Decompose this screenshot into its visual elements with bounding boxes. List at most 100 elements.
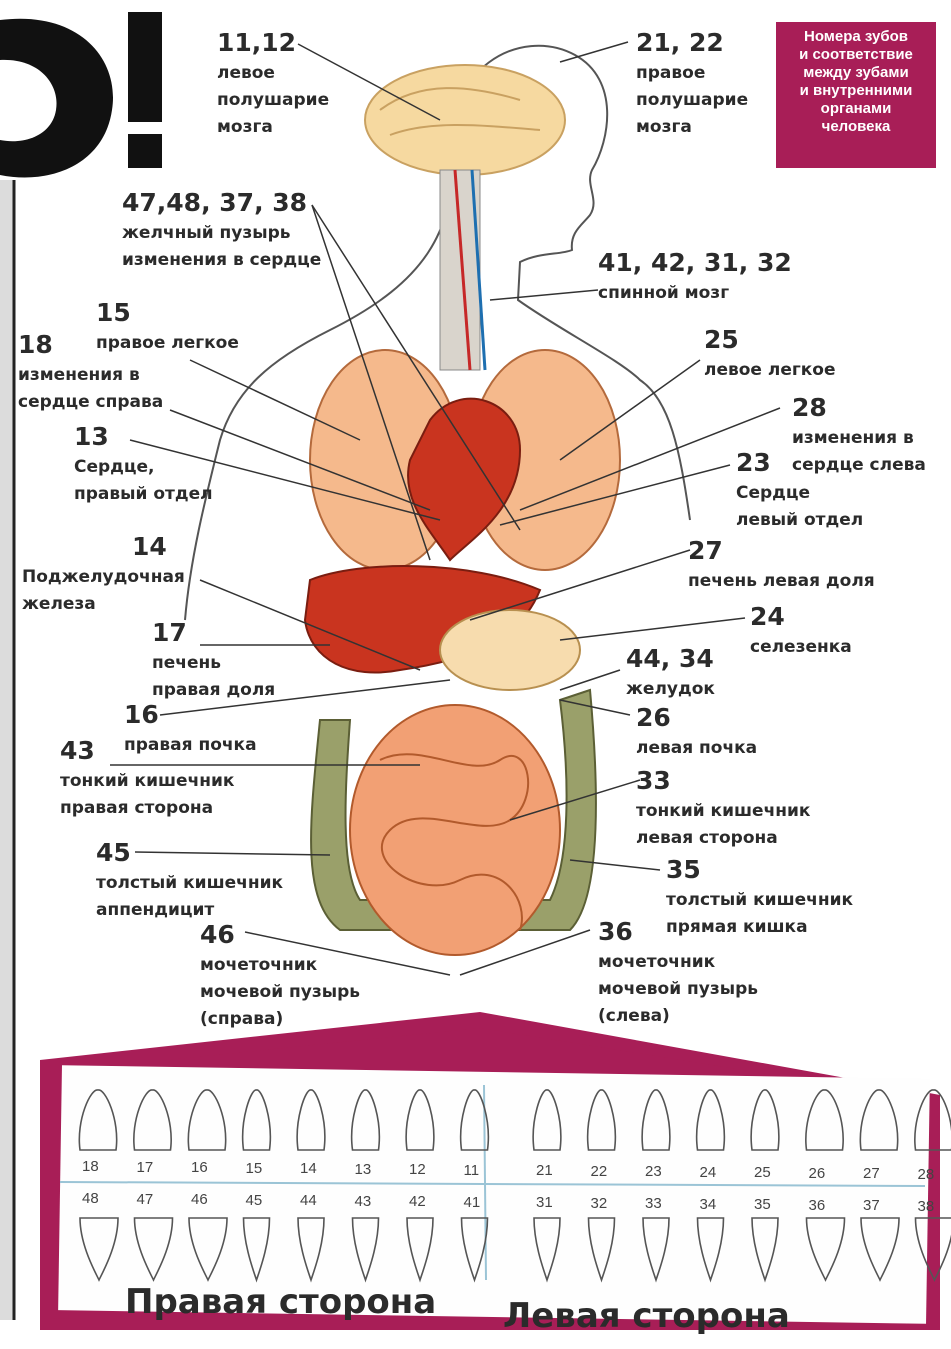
label-25: 25 левое легкое <box>704 325 835 384</box>
tooth-number-41: 41 <box>464 1194 481 1211</box>
label-number: 36 <box>598 917 633 946</box>
tooth-number-45: 45 <box>246 1192 263 1209</box>
label-number: 13 <box>74 422 109 451</box>
page-edge <box>0 180 14 1320</box>
label-text: мочевой пузырь <box>598 976 758 1003</box>
label-text: толстый кишечник <box>666 887 853 914</box>
label-text: левое <box>217 60 329 87</box>
label-number: 47,48, 37, 38 <box>122 188 307 217</box>
label-47-48-37-38: 47,48, 37, 38 желчный пузырь изменения в… <box>122 188 321 274</box>
label-number: 26 <box>636 703 671 732</box>
tooth-number-33: 33 <box>645 1195 662 1212</box>
tooth-number-44: 44 <box>300 1192 317 1209</box>
tooth-number-18: 18 <box>82 1158 99 1175</box>
brain-shape <box>365 65 565 175</box>
tooth-number-17: 17 <box>137 1159 154 1176</box>
label-text: мозга <box>217 114 329 141</box>
label-text: желчный пузырь <box>122 220 321 247</box>
tooth-number-48: 48 <box>82 1190 99 1207</box>
label-text: полушарие <box>217 87 329 114</box>
label-text: левая почка <box>636 735 757 762</box>
label-24: 24 селезенка <box>750 602 852 661</box>
label-text: толстый кишечник <box>96 870 283 897</box>
label-14: 14 Поджелудочная железа <box>22 532 185 618</box>
title-line: и внутренними <box>776 82 936 100</box>
label-text: правое <box>636 60 748 87</box>
label-text: железа <box>22 591 185 618</box>
label-text: мочеточник <box>598 949 758 976</box>
label-number: 28 <box>792 393 827 422</box>
label-number: 27 <box>688 536 723 565</box>
label-text: (справа) <box>200 1006 360 1033</box>
label-text: левое легкое <box>704 357 835 384</box>
title-box: Номера зубов и соответствие между зубами… <box>776 22 936 168</box>
label-21-22: 21, 22 правое полушарие мозга <box>636 28 748 141</box>
tooth-number-27: 27 <box>863 1165 880 1182</box>
label-text: Сердце <box>736 480 863 507</box>
stomach-shape <box>440 610 580 690</box>
label-27: 27 печень левая доля <box>688 536 875 595</box>
tooth-number-35: 35 <box>754 1196 771 1213</box>
tooth-number-36: 36 <box>809 1197 826 1214</box>
tooth-number-31: 31 <box>536 1194 553 1211</box>
label-23: 23 Сердце левый отдел <box>736 448 863 534</box>
title-line: и соответствие <box>776 46 936 64</box>
label-number: 21, 22 <box>636 28 724 57</box>
logo-fragment <box>0 12 162 177</box>
tooth-number-32: 32 <box>591 1195 608 1212</box>
label-text: мочевой пузырь <box>200 979 360 1006</box>
label-36: 36 мочеточник мочевой пузырь (слева) <box>598 917 758 1030</box>
label-number: 41, 42, 31, 32 <box>598 248 792 277</box>
tooth-number-23: 23 <box>645 1163 662 1180</box>
tooth-number-34: 34 <box>700 1196 717 1213</box>
label-13: 13 Сердце, правый отдел <box>74 422 213 508</box>
title-line: Номера зубов <box>776 28 936 46</box>
label-text: спинной мозг <box>598 280 792 307</box>
label-text: Сердце, <box>74 454 213 481</box>
label-33: 33 тонкий кишечник левая сторона <box>636 766 810 852</box>
tooth-number-14: 14 <box>300 1160 317 1177</box>
label-46: 46 мочеточник мочевой пузырь (справа) <box>200 920 360 1033</box>
label-text: печень левая доля <box>688 568 875 595</box>
label-number: 24 <box>750 602 785 631</box>
label-18: 18 изменения в сердце справа <box>18 330 163 416</box>
tooth-number-47: 47 <box>137 1191 154 1208</box>
label-text: сердце справа <box>18 389 163 416</box>
label-text: изменения в <box>18 362 163 389</box>
tooth-number-13: 13 <box>355 1161 372 1178</box>
label-45: 45 толстый кишечник аппендицит <box>96 838 283 924</box>
title-line: человека <box>776 118 936 136</box>
label-text: Поджелудочная <box>22 564 185 591</box>
label-number: 15 <box>96 298 131 327</box>
label-43: 43 тонкий кишечник правая сторона <box>60 736 234 822</box>
tooth-number-11: 11 <box>464 1162 480 1179</box>
tooth-number-37: 37 <box>863 1197 880 1214</box>
label-text: мочеточник <box>200 952 360 979</box>
label-number: 16 <box>124 700 159 729</box>
label-number: 45 <box>96 838 131 867</box>
label-number: 11,12 <box>217 28 296 57</box>
label-text: мозга <box>636 114 748 141</box>
label-text: селезенка <box>750 634 852 661</box>
title-line: между зубами <box>776 64 936 82</box>
label-text: правый отдел <box>74 481 213 508</box>
title-line: органами <box>776 100 936 118</box>
label-number: 44, 34 <box>626 644 714 673</box>
right-side-label: Правая сторона <box>125 1282 436 1322</box>
label-number: 35 <box>666 855 701 884</box>
tooth-number-28: 28 <box>918 1166 935 1183</box>
tooth-number-24: 24 <box>700 1164 717 1181</box>
tooth-number-46: 46 <box>191 1191 208 1208</box>
left-side-label: Левая сторона <box>503 1296 790 1336</box>
tooth-number-43: 43 <box>355 1193 372 1210</box>
tooth-number-26: 26 <box>809 1165 826 1182</box>
label-text: правая сторона <box>60 795 234 822</box>
label-number: 43 <box>60 736 95 765</box>
label-text: (слева) <box>598 1003 758 1030</box>
small-intestine-shape <box>350 705 560 955</box>
label-text: полушарие <box>636 87 748 114</box>
label-number: 25 <box>704 325 739 354</box>
label-number: 23 <box>736 448 771 477</box>
label-text: левый отдел <box>736 507 863 534</box>
label-number: 14 <box>22 532 167 561</box>
